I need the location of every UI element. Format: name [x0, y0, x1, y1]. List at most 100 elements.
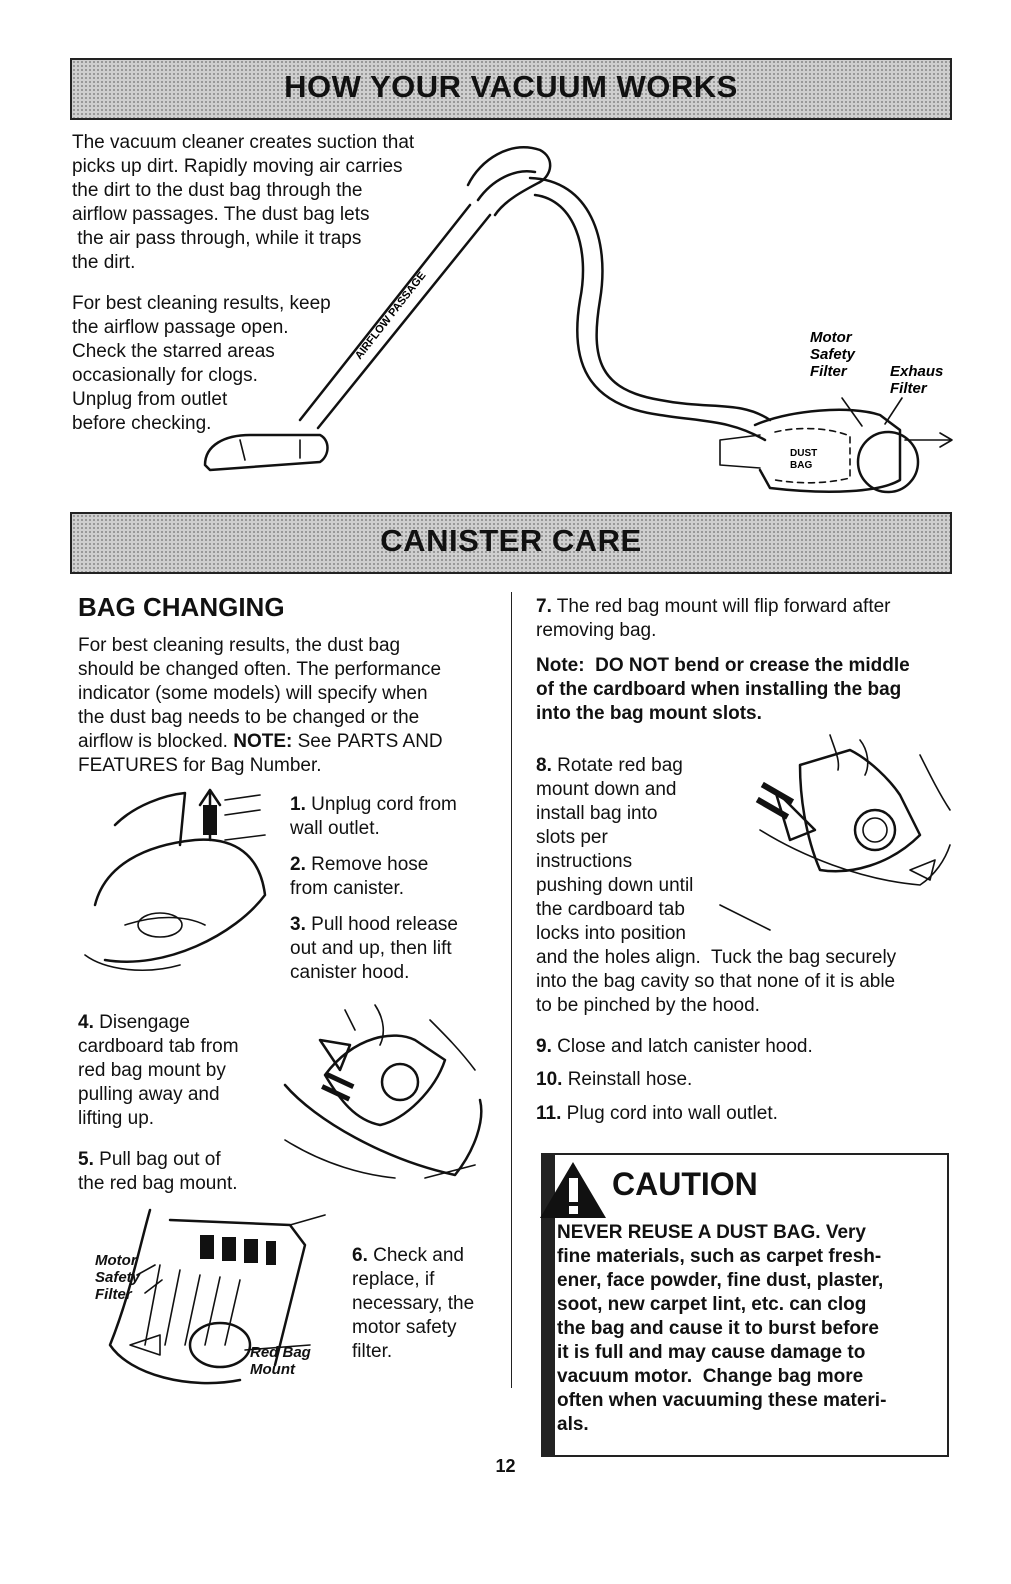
text-line: the bag and cause it to burst before [557, 1318, 879, 1339]
step-2: 2. Remove hose from canister. [290, 853, 428, 901]
text-line: the dirt. [72, 252, 136, 273]
bag-changing-heading: BAG CHANGING [78, 592, 285, 622]
text-line: the red bag mount. [78, 1173, 238, 1194]
text-line: 5. Pull bag out of [78, 1148, 238, 1172]
unplug-canister-illustration [84, 788, 267, 971]
text-fragment: Rotate red bag [557, 755, 683, 776]
text-line: pulling away and [78, 1084, 220, 1105]
text-fragment: Unplug cord from [311, 794, 457, 815]
text-line: 6. Check and [352, 1244, 474, 1268]
text-line: it is full and may cause damage to [557, 1342, 866, 1363]
text-line: cardboard tab from [78, 1036, 239, 1057]
text-fragment: See PARTS AND [297, 731, 443, 752]
step-number: 6. [352, 1245, 368, 1266]
text-line: should be changed often. The performance [78, 659, 442, 680]
step-3: 3. Pull hood release out and up, then li… [290, 913, 458, 985]
install-bag-illustration [719, 734, 951, 931]
motor-safety-filter-label-1: Motor [810, 329, 853, 346]
text-line: fine materials, such as carpet fresh- [557, 1246, 882, 1267]
text-line: 4. Disengage [78, 1011, 239, 1035]
text-fragment: Check and [373, 1245, 464, 1266]
text-line: before checking. [72, 413, 212, 434]
text-line: to be pinched by the hood. [536, 995, 760, 1016]
text-line: lifting up. [78, 1108, 155, 1129]
text-line: soot, new carpet lint, etc. can clog [557, 1294, 867, 1315]
text-line: instructions [536, 851, 633, 872]
text-line: install bag into [536, 803, 658, 824]
text-line: Check the starred areas [72, 341, 275, 362]
text-fragment: Remove hose [311, 854, 429, 875]
text-line: 2. Remove hose [290, 853, 428, 877]
red-bag-mount-label: Red Bag Mount [250, 1344, 311, 1378]
text-line: The vacuum cleaner creates suction that [72, 132, 415, 153]
step-11: 11. Plug cord into wall outlet. [536, 1102, 778, 1126]
text-line: canister hood. [290, 962, 410, 983]
intro-paragraph-2: For best cleaning results, keep the airf… [72, 292, 331, 436]
step-9: 9. Close and latch canister hood. [536, 1035, 813, 1059]
text-line: the airflow passage open. [72, 317, 289, 338]
text-line: the dirt to the dust bag through the [72, 180, 363, 201]
text-line: into the bag mount slots. [536, 703, 762, 724]
text-line: 1. Unplug cord from [290, 793, 457, 817]
text-line: replace, if [352, 1269, 435, 1290]
banner-how-your-vacuum-works: HOW YOUR VACUUM WORKS [70, 58, 952, 120]
text-fragment: The red bag mount will flip forward afte… [556, 596, 891, 617]
text-line: 8. Rotate red bag [536, 754, 896, 778]
text-line: picks up dirt. Rapidly moving air carrie… [72, 156, 403, 177]
banner-title: HOW YOUR VACUUM WORKS [284, 69, 738, 104]
text-line: filter. [352, 1341, 393, 1362]
installation-note: Note: DO NOT bend or crease the middle o… [536, 654, 910, 726]
step-10: 10. Reinstall hose. [536, 1068, 692, 1092]
banner-title: CANISTER CARE [380, 523, 642, 558]
text-line: wall outlet. [290, 818, 380, 839]
text-line: from canister. [290, 878, 405, 899]
text-line: For best cleaning results, the dust bag [78, 635, 401, 656]
caution-box [541, 1153, 949, 1457]
dust-bag-label-2: BAG [790, 460, 812, 471]
step-number: 5. [78, 1149, 94, 1170]
banner-canister-care: CANISTER CARE [70, 512, 952, 574]
text-fragment: Pull bag out of [99, 1149, 221, 1170]
text-line: Note: DO NOT bend or crease the middle [536, 655, 910, 676]
caution-text: NEVER REUSE A DUST BAG. Very fine materi… [557, 1221, 943, 1437]
page-number: 12 [495, 1456, 516, 1476]
text-line: Safety [95, 1269, 141, 1286]
airflow-passage-label: AIRFLOW PASSAGE [353, 270, 429, 362]
intro-paragraph-1: The vacuum cleaner creates suction that … [72, 131, 414, 275]
text-line: airflow passages. The dust bag lets [72, 204, 370, 225]
text-fragment: Pull hood release [311, 914, 458, 935]
text-line: red bag mount by [78, 1060, 226, 1081]
step-number: 9. [536, 1036, 552, 1057]
text-line: Mount [250, 1361, 295, 1378]
text-line: Motor [95, 1252, 137, 1269]
text-line: the air pass through, while it traps [72, 228, 362, 249]
text-line: Red Bag [250, 1344, 311, 1361]
text-fragment: Reinstall hose. [567, 1069, 693, 1090]
text-line: into the bag cavity so that none of it i… [536, 971, 896, 992]
step-6: 6. Check and replace, if necessary, the … [352, 1244, 474, 1364]
dust-bag-label-1: DUST [790, 448, 817, 459]
step-number: 2. [290, 854, 306, 875]
vacuum-airflow-illustration: AIRFLOW PASSAGE Motor Safety Filter Exha… [203, 146, 953, 494]
text-line: FEATURES for Bag Number. [78, 755, 322, 776]
text-line: mount down and [536, 779, 677, 800]
step-number: 8. [536, 755, 552, 776]
text-line: For best cleaning results, keep [72, 293, 331, 314]
text-line: airflow is blocked. NOTE: See PARTS AND [78, 730, 443, 754]
step-number: 4. [78, 1012, 94, 1033]
step-4: 4. Disengage cardboard tab from red bag … [78, 1011, 239, 1131]
step-8: 8. Rotate red bag mount down and install… [536, 754, 896, 1018]
text-line: motor safety [352, 1317, 457, 1338]
text-line: ener, face powder, fine dust, plaster, [557, 1270, 884, 1291]
text-line: of the cardboard when installing the bag [536, 679, 902, 700]
text-line: slots per [536, 827, 608, 848]
text-fragment: airflow is blocked. [78, 731, 228, 752]
step-7: 7. The red bag mount will flip forward a… [536, 595, 891, 643]
column-divider [511, 592, 512, 1388]
text-line: occasionally for clogs. [72, 365, 258, 386]
text-line: 7. The red bag mount will flip forward a… [536, 595, 891, 619]
text-line: out and up, then lift [290, 938, 452, 959]
text-line: locks into position [536, 923, 686, 944]
step-number: 3. [290, 914, 306, 935]
step-number: 7. [536, 596, 552, 617]
